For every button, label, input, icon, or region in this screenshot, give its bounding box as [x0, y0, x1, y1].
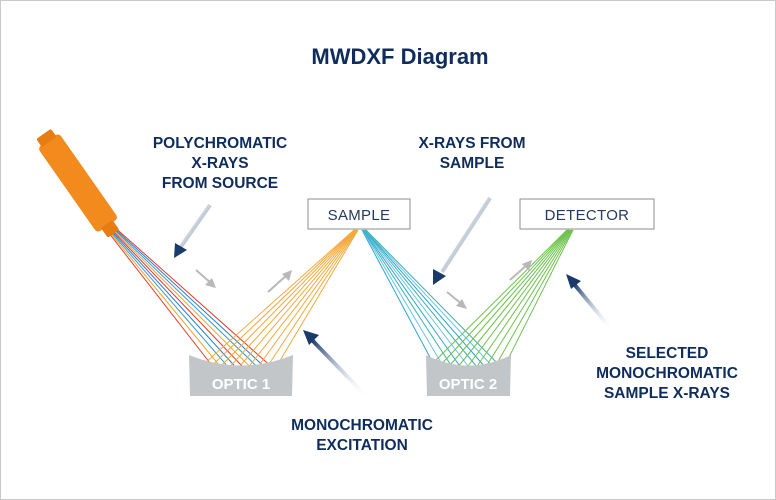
optic-2-shape [426, 355, 511, 396]
excitation-beam-5 [239, 229, 357, 367]
label-xrays-from-sample: X-RAYS FROM SAMPLE [418, 135, 525, 172]
sample-xray-beams [361, 229, 504, 370]
excitation-beam-7 [257, 229, 358, 368]
source-tube-window [101, 220, 119, 238]
label-selected-sample-xrays: SELECTED MONOCHROMATIC SAMPLE X-RAYS [596, 345, 738, 402]
sample-xray-beam-7 [364, 229, 486, 368]
label-source-line2: X-RAYS [191, 155, 248, 172]
page-title: MWDXF Diagram [311, 44, 488, 69]
label-excitation-line2: EXCITATION [316, 437, 408, 454]
selected-xray-beams [432, 229, 574, 370]
flow-arrow-2 [267, 270, 292, 293]
label-from-sample-line1: X-RAYS FROM [418, 135, 525, 152]
polychromatic-beam-8 [109, 224, 267, 369]
sample-xray-beam-4 [363, 229, 460, 366]
excitation-beam-9 [274, 229, 359, 370]
polychromatic-beam-7 [109, 224, 259, 368]
selected-xray-beam-7 [485, 229, 572, 368]
sample-xray-beam-2 [362, 229, 443, 365]
sample-xray-beam-1 [361, 229, 434, 364]
detector-label: DETECTOR [545, 207, 630, 224]
label-selected-line2: MONOCHROMATIC [596, 365, 738, 382]
selected-xray-beam-4 [458, 229, 570, 366]
sample-xray-beam-6 [364, 229, 478, 368]
sample-xray-beam-8 [365, 229, 495, 369]
selected-xray-beam-1 [432, 229, 568, 364]
polychromatic-beam-9 [110, 223, 275, 370]
excitation-beam-4 [230, 229, 356, 366]
flow-arrow-1 [195, 269, 216, 288]
optic-1-label: OPTIC 1 [212, 376, 270, 393]
sample-xray-beam-9 [365, 229, 504, 370]
excitation-beam-8 [265, 229, 358, 369]
sample-xray-beam-5 [363, 229, 469, 367]
label-source-line3: FROM SOURCE [162, 175, 278, 192]
label-from-sample-line2: SAMPLE [440, 155, 505, 172]
label-selected-line3: SAMPLE X-RAYS [604, 385, 730, 402]
selected-xray-beam-9 [502, 229, 574, 370]
label-monochromatic-excitation: MONOCHROMATIC EXCITATION [291, 417, 433, 454]
sample-label: SAMPLE [328, 207, 391, 224]
flow-arrow-4 [509, 260, 532, 281]
optic-2-label: OPTIC 2 [439, 376, 497, 393]
source-tube-cap [36, 129, 56, 147]
flow-arrow-3 [446, 291, 467, 309]
sample-box [307, 198, 411, 230]
polychromatic-beam-2 [105, 227, 219, 365]
monochromatic-excitation-beams [204, 229, 359, 370]
xray-source-tube [36, 129, 119, 238]
source-tube-body [39, 134, 117, 232]
excitation-beam-2 [213, 229, 355, 365]
excitation-beam-3 [222, 229, 356, 365]
pointer-arrow-selected [566, 274, 614, 332]
polychromatic-beam-1 [104, 227, 211, 364]
sample-xray-beam-3 [362, 229, 451, 365]
pointer-arrow-source [174, 203, 212, 258]
optic-1-shape [189, 355, 293, 396]
selected-xray-beam-5 [467, 229, 571, 367]
selected-xray-beam-8 [493, 229, 573, 369]
label-selected-line1: SELECTED [626, 345, 709, 362]
excitation-beam-6 [248, 229, 357, 368]
label-source-line1: POLYCHROMATIC [153, 135, 287, 152]
label-excitation-line1: MONOCHROMATIC [291, 417, 433, 434]
selected-xray-beam-2 [441, 229, 569, 365]
polychromatic-beams [104, 223, 275, 370]
polychromatic-beam-3 [106, 226, 227, 365]
pointer-arrow-excitation [303, 330, 370, 400]
detector-box [519, 198, 655, 230]
pointer-arrow-from-sample [433, 196, 492, 285]
polychromatic-beam-4 [106, 226, 235, 366]
excitation-beam-1 [204, 229, 355, 364]
label-polychromatic-source: POLYCHROMATIC X-RAYS FROM SOURCE [153, 135, 287, 192]
selected-xray-beam-3 [450, 229, 569, 365]
selected-xray-beam-6 [476, 229, 572, 368]
polychromatic-beam-5 [107, 225, 243, 367]
